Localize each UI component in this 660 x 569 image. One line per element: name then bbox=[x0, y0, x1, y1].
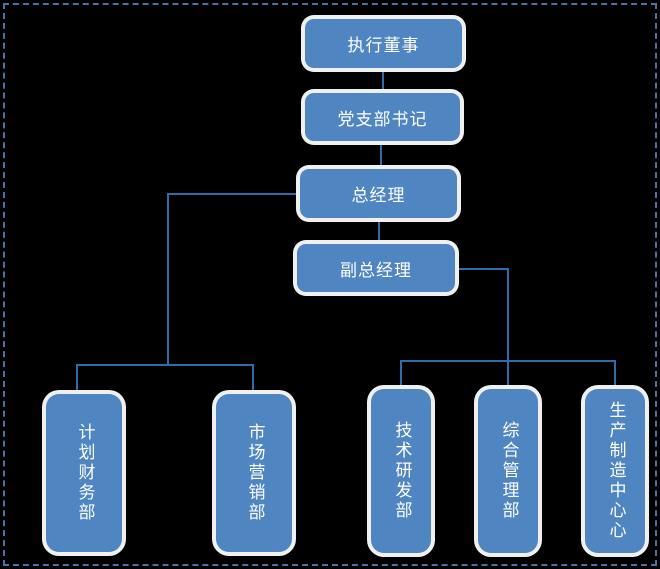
node-marketing-department[interactable]: 市场营销部 bbox=[216, 394, 292, 552]
node-label-party-secretary: 党支部书记 bbox=[337, 109, 428, 130]
connector-secretary-to-gm bbox=[380, 141, 382, 169]
connector-gm-left-drop bbox=[167, 193, 169, 365]
node-party-secretary[interactable]: 党支部书记 bbox=[305, 93, 460, 141]
connector-gm-left-stub bbox=[167, 193, 301, 195]
node-admin-department[interactable]: 综合管理部 bbox=[478, 389, 538, 553]
node-label-marketing-department: 市场营销部 bbox=[244, 423, 265, 523]
node-label-executive-director: 执行董事 bbox=[347, 36, 420, 56]
node-rnd-department[interactable]: 技术研发部 bbox=[371, 389, 431, 553]
connector-gm-to-deputy bbox=[378, 218, 380, 244]
connector-deputy-right-stub bbox=[455, 268, 509, 270]
node-label-general-manager: 总经理 bbox=[351, 186, 406, 206]
connector-drop-admin bbox=[507, 360, 509, 391]
node-label-admin-department: 综合管理部 bbox=[498, 421, 519, 521]
node-label-manufacturing-center: 生产制造中心心 bbox=[605, 401, 626, 541]
node-label-finance-department: 计划财务部 bbox=[74, 423, 95, 523]
node-deputy-general-manager[interactable]: 副总经理 bbox=[297, 244, 455, 292]
connector-drop-manufacturing bbox=[614, 360, 616, 391]
connector-drop-rnd bbox=[400, 360, 402, 391]
connector-left-branch-bar bbox=[76, 364, 254, 366]
node-finance-department[interactable]: 计划财务部 bbox=[46, 394, 122, 552]
connector-director-to-secretary bbox=[382, 68, 384, 93]
connector-drop-finance bbox=[76, 364, 78, 396]
node-general-manager[interactable]: 总经理 bbox=[300, 169, 457, 218]
node-label-deputy-general-manager: 副总经理 bbox=[340, 260, 412, 281]
node-label-rnd-department: 技术研发部 bbox=[391, 421, 412, 521]
connector-deputy-right-drop bbox=[507, 268, 509, 361]
connector-drop-marketing bbox=[252, 364, 254, 396]
node-manufacturing-center[interactable]: 生产制造中心心 bbox=[585, 389, 645, 553]
node-executive-director[interactable]: 执行董事 bbox=[305, 19, 462, 68]
